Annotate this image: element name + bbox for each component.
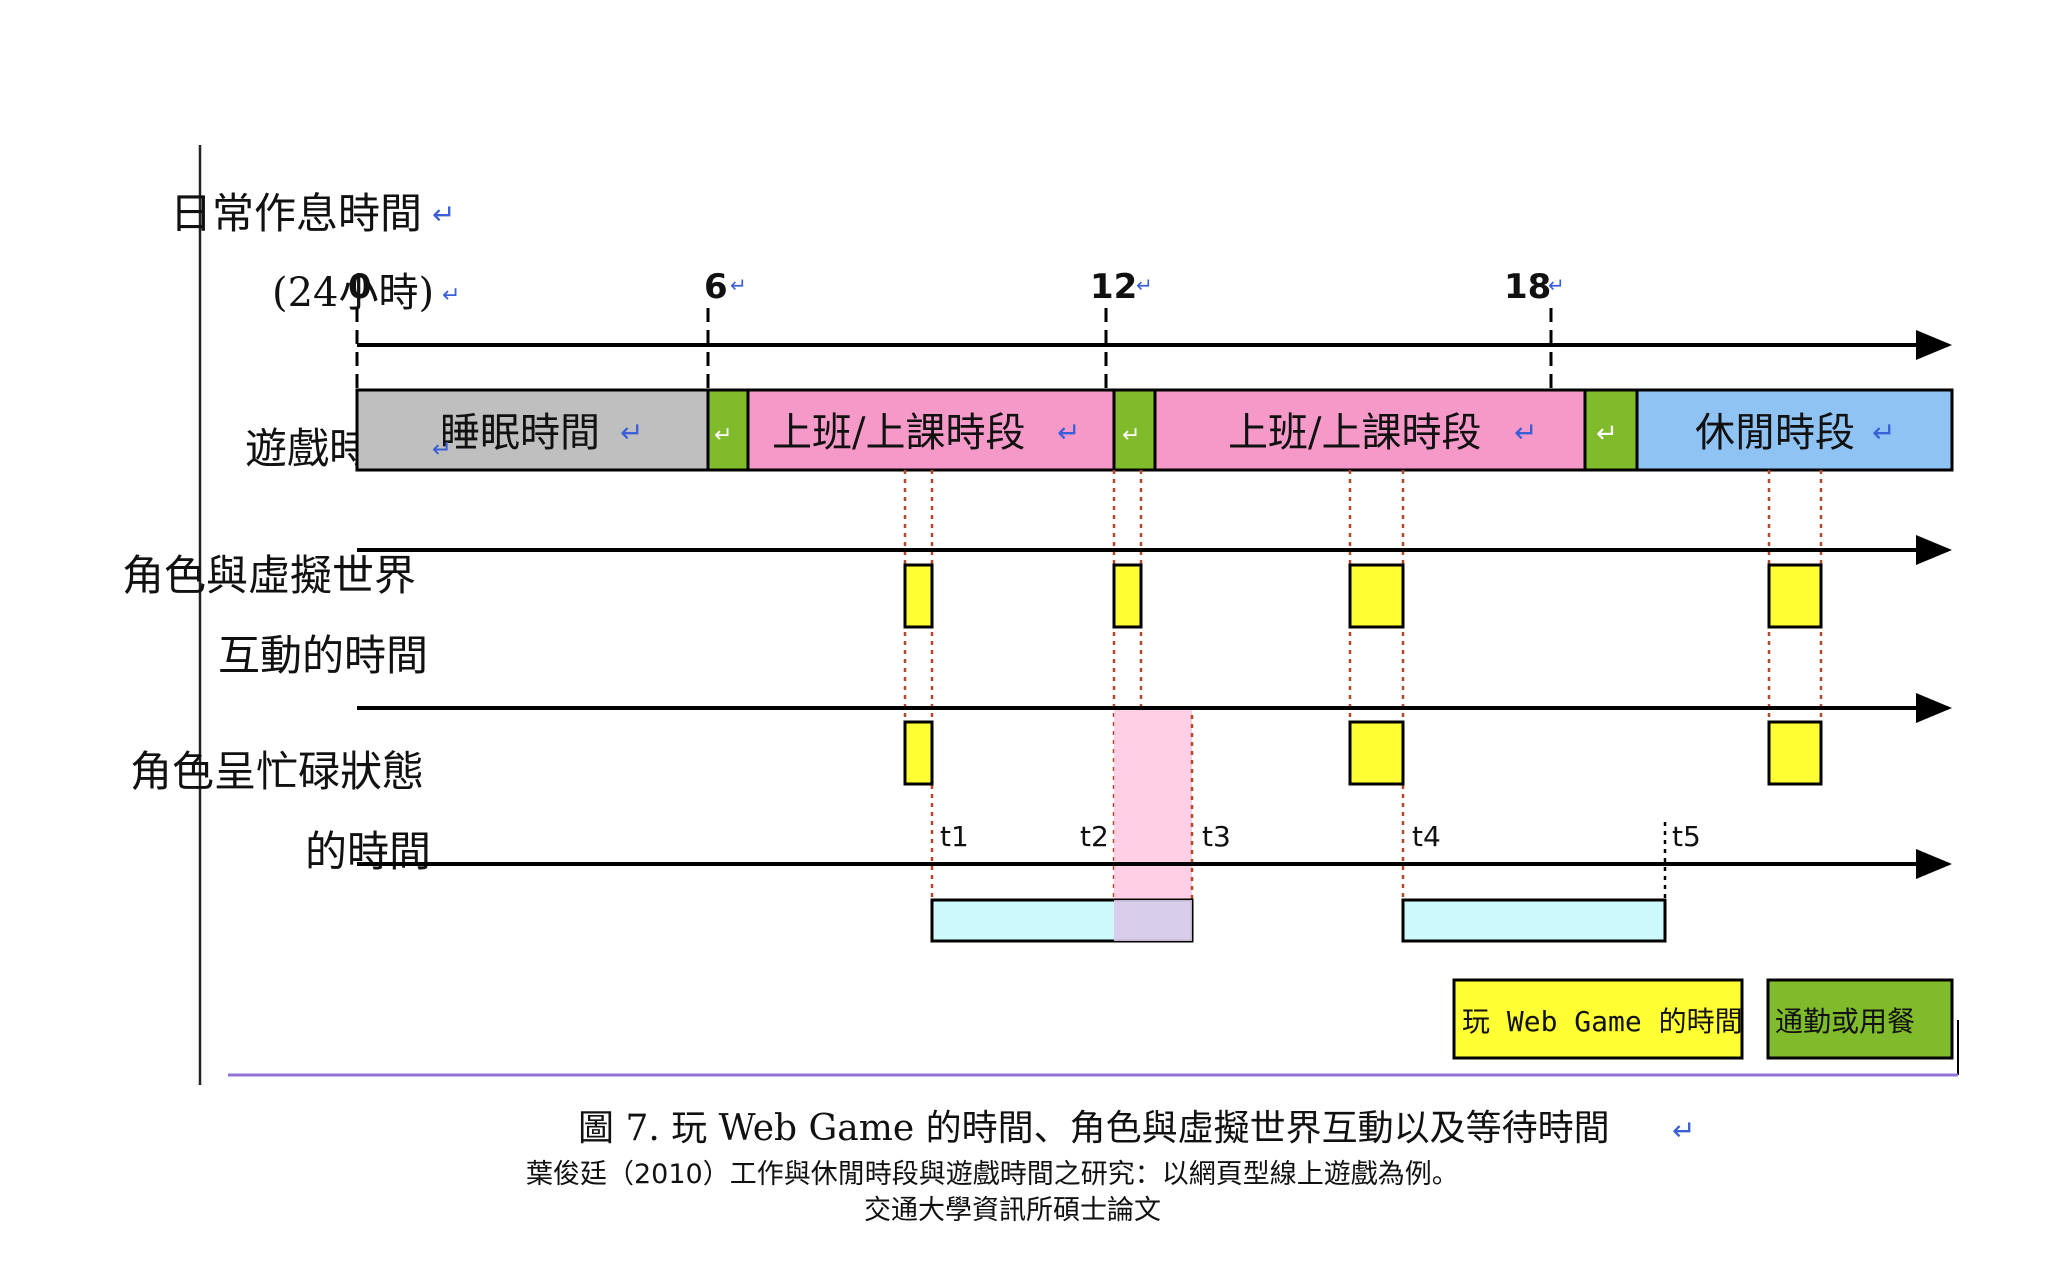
busy-block <box>903 720 934 786</box>
legend-commute <box>1766 978 1954 1060</box>
return-mark-icon: ↵ <box>442 283 460 308</box>
hour-tick-6: 6 <box>704 267 728 307</box>
time-mark-t4: t4 <box>1412 820 1441 853</box>
figure-caption: 圖 7. 玩 Web Game 的時間、角色與虛擬世界互動以及等待時間 <box>578 1108 1610 1149</box>
segment-leisure-label: 休閒時段 <box>1695 410 1855 456</box>
hour-tick-0: 0 <box>348 267 372 307</box>
wait-block-overlap <box>1114 900 1192 941</box>
busy-block <box>1348 720 1405 786</box>
return-mark-icon: ↵ <box>432 435 452 463</box>
hour-tick-18: 18 <box>1504 267 1551 307</box>
arrowhead-daily <box>1916 330 1952 360</box>
return-mark-icon: ↵ <box>1596 419 1618 449</box>
label-interaction-line2: 互動的時間 <box>218 631 428 680</box>
interaction-block <box>1348 563 1405 629</box>
time-mark-t2: t2 <box>1080 820 1109 853</box>
return-mark-icon: ↵ <box>1872 416 1895 449</box>
busy-block <box>1767 720 1823 786</box>
interaction-block <box>1112 563 1143 629</box>
label-interaction-line1: 角色與虛擬世界 <box>122 551 416 600</box>
segment-commute-1 <box>706 388 750 472</box>
return-mark-icon: ↵ <box>714 423 732 448</box>
legend-play-label: 玩 Web Game 的時間 <box>1462 1005 1743 1038</box>
return-mark-icon: ↵ <box>620 416 643 449</box>
label-daily-schedule: 日常作息時間 <box>170 189 422 238</box>
return-mark-icon: ↵ <box>432 198 455 231</box>
return-mark-icon: ↵ <box>1548 273 1565 297</box>
label-24-hours: (24小時) <box>272 270 434 316</box>
return-mark-icon: ↵ <box>1136 273 1153 297</box>
segment-leisure <box>1635 388 1954 472</box>
return-mark-icon: ↵ <box>1672 1114 1695 1147</box>
return-mark-icon: ↵ <box>1057 416 1080 449</box>
time-mark-t3: t3 <box>1202 820 1231 853</box>
segment-commute-3 <box>1583 388 1639 472</box>
arrowhead-busy <box>1916 693 1952 723</box>
segment-sleep <box>355 388 710 472</box>
wait-block <box>1401 898 1667 943</box>
segment-work-1-label: 上班/上課時段 <box>772 410 1025 456</box>
arrowhead-interaction <box>1916 535 1952 565</box>
legend-commute-label: 通勤或用餐 <box>1775 1005 1915 1038</box>
arrowhead-wait <box>1916 849 1952 879</box>
figure-source-line1: 葉俊廷（2010）工作與休閒時段與遊戲時間之研究：以網頁型線上遊戲為例。 <box>526 1159 1459 1190</box>
time-mark-t5: t5 <box>1672 820 1701 853</box>
interaction-block <box>903 563 934 629</box>
segment-commute-2 <box>1112 388 1157 472</box>
return-mark-icon: ↵ <box>730 273 747 297</box>
label-busy-line1: 角色呈忙碌狀態 <box>130 747 424 796</box>
return-mark-icon: ↵ <box>1514 416 1537 449</box>
time-mark-t1: t1 <box>940 820 969 853</box>
interaction-block <box>1767 563 1823 629</box>
return-mark-icon: ↵ <box>1122 423 1140 448</box>
figure-source-line2: 交通大學資訊所碩士論文 <box>864 1195 1161 1226</box>
legend-play <box>1452 978 1744 1060</box>
segment-sleep-label: 睡眠時間 <box>440 410 600 456</box>
segment-work-2-label: 上班/上課時段 <box>1228 410 1481 456</box>
hour-tick-12: 12 <box>1090 267 1137 307</box>
segment-work-2 <box>1153 388 1587 472</box>
label-busy-line2: 的時間 <box>305 827 431 876</box>
